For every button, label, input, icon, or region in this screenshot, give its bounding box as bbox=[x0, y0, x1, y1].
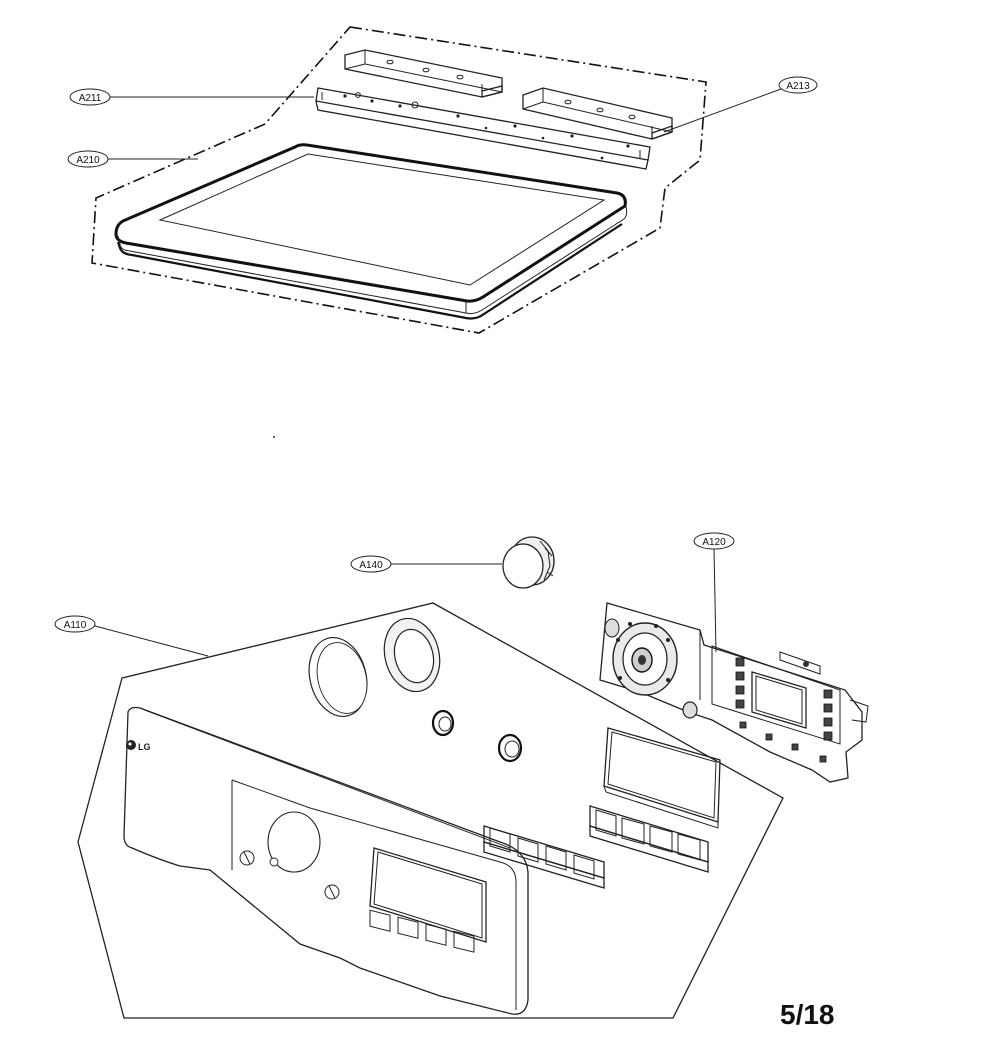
a120-control-board bbox=[599, 602, 869, 783]
callout-a211-label: A211 bbox=[79, 93, 102, 104]
stray-dot bbox=[273, 436, 275, 438]
a210-top-cover bbox=[114, 143, 628, 320]
a110-button-strip-left bbox=[483, 825, 605, 889]
callout-a120-label: A120 bbox=[702, 537, 726, 548]
top-assembly-boundary bbox=[91, 26, 707, 334]
callout-a210: A210 bbox=[67, 150, 198, 168]
callout-a110-label: A110 bbox=[64, 620, 87, 631]
a110-bezel-rings bbox=[308, 617, 441, 717]
callout-a210-label: A210 bbox=[76, 155, 100, 166]
svg-text:LG: LG bbox=[138, 742, 151, 752]
a110-button-strip-right bbox=[589, 805, 709, 873]
callout-a213-label: A213 bbox=[786, 81, 810, 92]
callout-a110: A110 bbox=[54, 615, 209, 657]
callout-a211: A211 bbox=[69, 88, 314, 106]
control-panel-boundary bbox=[77, 602, 784, 1019]
callout-a140-label: A140 bbox=[359, 560, 383, 571]
a110-small-knobs bbox=[431, 709, 523, 763]
a213-hinge-right bbox=[522, 87, 673, 140]
a110-dial-opening bbox=[267, 811, 321, 873]
callout-a140: A140 bbox=[350, 555, 502, 573]
lg-logo: LG bbox=[126, 740, 151, 752]
callout-a213: A213 bbox=[663, 76, 818, 133]
page-number: 5/18 bbox=[780, 999, 835, 1030]
a140-knob bbox=[502, 536, 555, 589]
a110-control-panel: LG bbox=[123, 706, 529, 1015]
a211-hinge-left bbox=[344, 49, 503, 98]
control-panel-assembly-group: LG bbox=[54, 532, 869, 1019]
a211-bracket bbox=[315, 87, 651, 170]
a110-display-window bbox=[369, 847, 487, 943]
a120-lcd-window bbox=[751, 671, 807, 729]
callout-a120: A120 bbox=[693, 532, 735, 653]
top-assembly-group: A211 A210 A213 bbox=[67, 26, 818, 334]
a110-display-lens bbox=[603, 727, 721, 829]
